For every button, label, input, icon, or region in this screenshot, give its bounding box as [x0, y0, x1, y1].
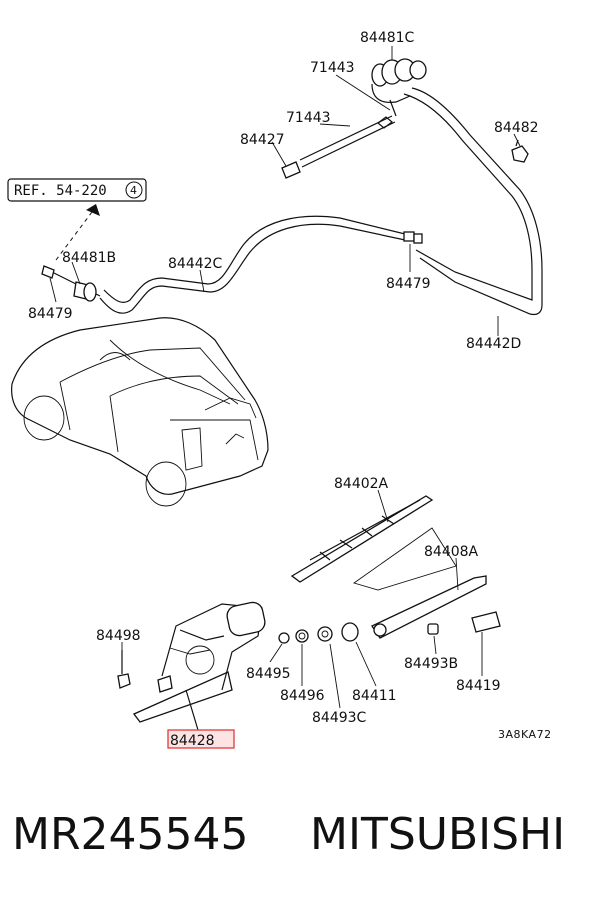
cap-84419 — [471, 611, 501, 633]
ref-circle-number: 4 — [130, 184, 138, 197]
part-labels: 84481C 71443 71443 84427 84482 84481B 84… — [28, 30, 552, 749]
joint-84479-right — [403, 231, 423, 244]
wiper-arm-84408a — [371, 575, 487, 639]
hose-84442c — [99, 215, 406, 314]
nut-84493b — [427, 623, 439, 635]
washer-84495 — [278, 632, 290, 644]
label-84479-left: 84479 — [28, 306, 73, 322]
grommet-84481c — [371, 58, 427, 103]
label-84498: 84498 — [96, 628, 141, 644]
caption-bar: MR245545 MITSUBISHI — [0, 800, 600, 870]
vehicle-illustration — [11, 317, 269, 507]
bushing-84493c — [317, 626, 333, 642]
ref-box: REF. 54-220 4 — [7, 178, 147, 202]
label-84495: 84495 — [246, 666, 291, 682]
hose-71443 — [281, 99, 397, 179]
label-84427: 84427 — [240, 132, 285, 148]
grommet-84481b — [41, 265, 101, 302]
diagram-code: 3A8KA72 — [498, 728, 552, 741]
ref-label: REF. 54-220 — [14, 183, 107, 199]
label-84481b: 84481B — [62, 250, 116, 266]
ref-arrow — [55, 204, 100, 261]
label-71443-mid: 71443 — [286, 110, 331, 126]
label-84493c: 84493C — [312, 710, 367, 726]
label-84479-right: 84479 — [386, 276, 431, 292]
label-84442d: 84442D — [466, 336, 521, 352]
label-84428: 84428 — [170, 733, 215, 749]
hose-84442d — [403, 87, 543, 316]
part-number: MR245545 — [12, 809, 249, 860]
label-84402a: 84402A — [334, 476, 389, 492]
blade-arm-guide — [352, 527, 457, 591]
washer-84496 — [295, 629, 309, 643]
label-84481c: 84481C — [360, 30, 415, 46]
wiper-motor-84428 — [132, 601, 266, 731]
cap-84411 — [341, 622, 359, 642]
label-84408a: 84408A — [424, 544, 479, 560]
bolt-84498 — [117, 650, 131, 689]
highlighted-part-box — [167, 729, 235, 749]
label-84419: 84419 — [456, 678, 501, 694]
label-84442c: 84442C — [168, 256, 223, 272]
clip-84482 — [511, 139, 529, 163]
label-84493b: 84493B — [404, 656, 458, 672]
leader-lines — [49, 46, 521, 709]
label-71443-top: 71443 — [310, 60, 355, 76]
label-84496: 84496 — [280, 688, 325, 704]
brand-name: MITSUBISHI — [310, 809, 566, 860]
wiper-blade-84402a — [290, 495, 434, 583]
label-84482: 84482 — [494, 120, 539, 136]
label-84411: 84411 — [352, 688, 397, 704]
